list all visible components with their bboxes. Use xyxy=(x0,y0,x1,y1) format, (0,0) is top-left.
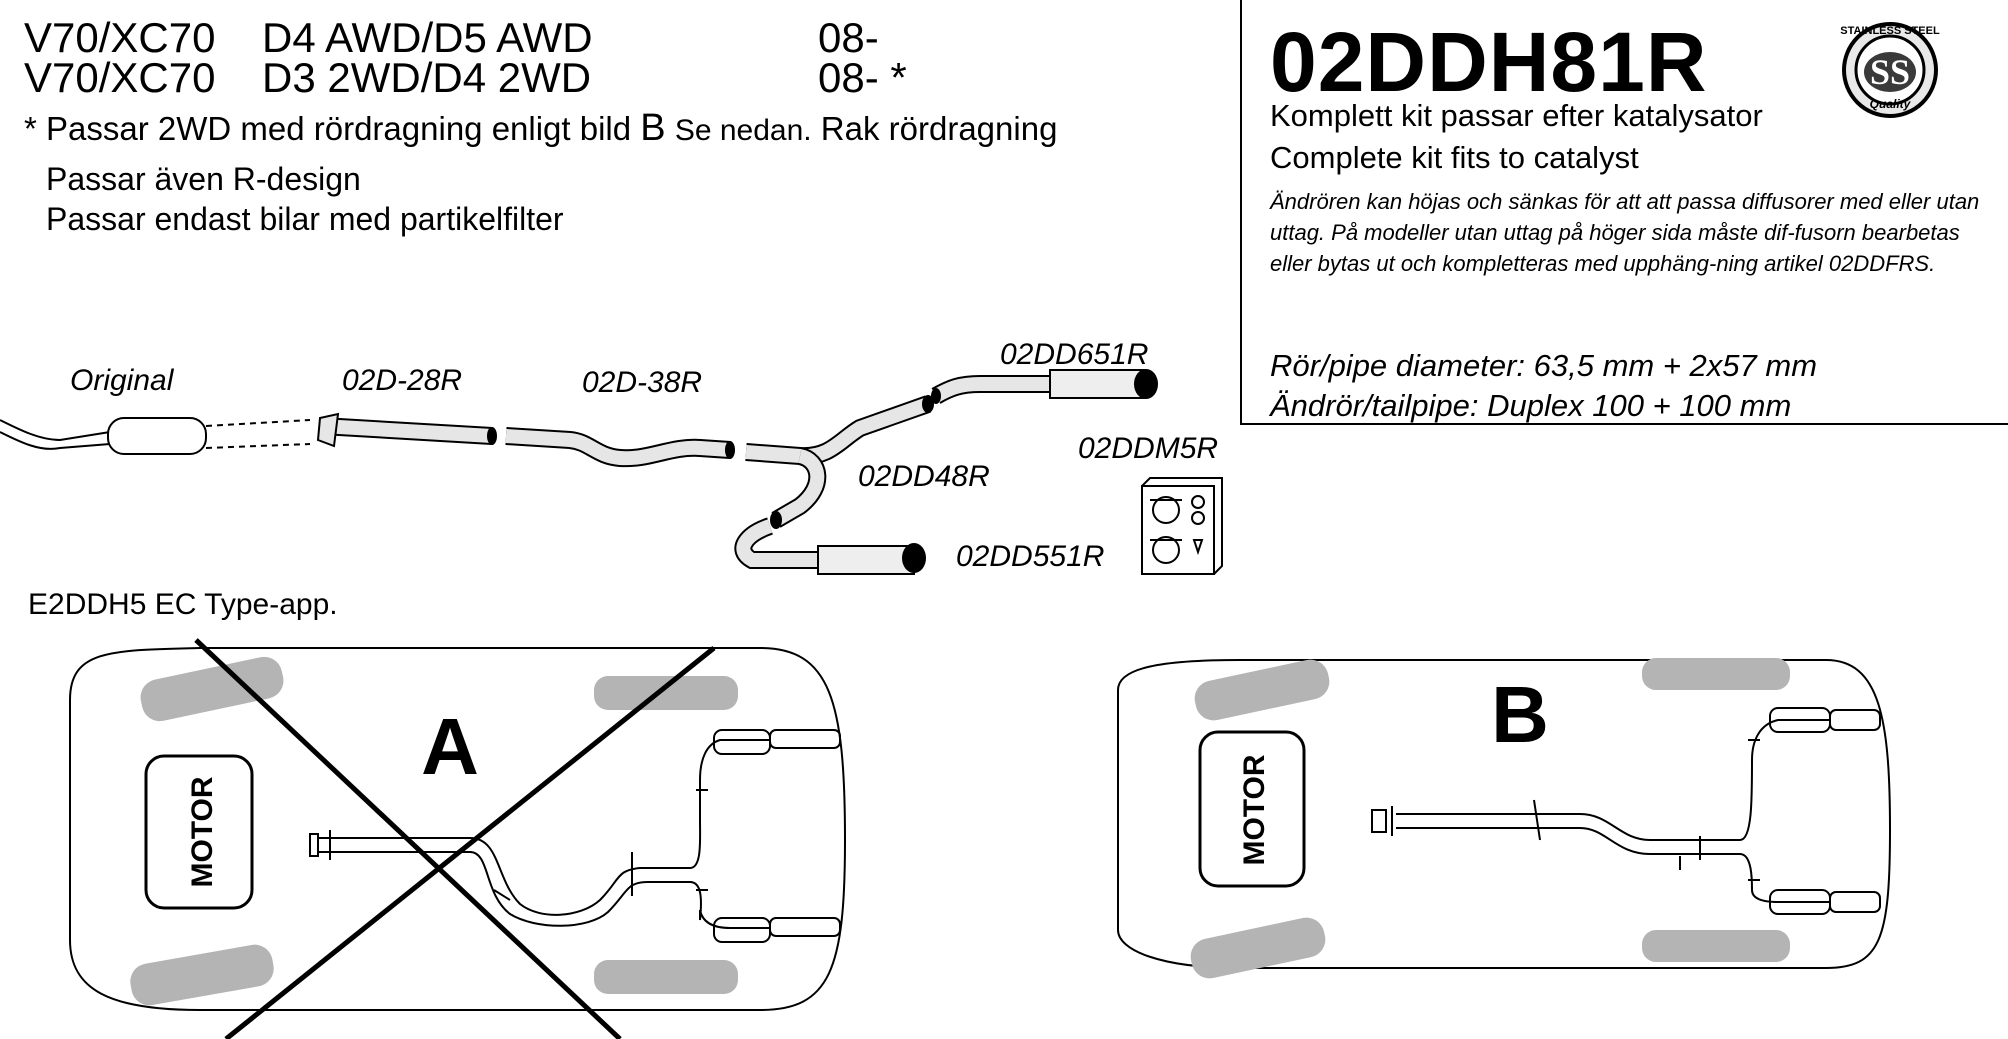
wheel-b-front-right xyxy=(1190,917,1326,979)
diagram-a-label: A xyxy=(421,702,479,791)
engine-row2: D3 2WD/D4 2WD xyxy=(262,54,592,101)
original-pipe xyxy=(0,417,311,455)
wheel-b-front-left xyxy=(1194,659,1330,721)
engine-block-b xyxy=(1198,730,1306,888)
tailpipe-02DD551R xyxy=(734,517,926,575)
fitment-note-prefix: * Passar 2WD med rördragning enligt bild xyxy=(24,110,632,147)
diagram-b-label: B xyxy=(1491,670,1549,759)
label-02D-28R: 02D-28R xyxy=(342,364,463,397)
fits-r-design: Passar även R-design xyxy=(46,161,361,197)
tailpipe-spec: Ändrör/tailpipe: Duplex 100 + 100 mm xyxy=(1270,388,1792,423)
label-02DDM5R: 02DDM5R xyxy=(1078,432,1219,465)
model-row1: V70/XC70 xyxy=(24,14,216,61)
wheel-b-rear-right xyxy=(1642,930,1790,962)
fitment-note-tail: Rak rördragning xyxy=(820,110,1058,147)
exhaust-route-a xyxy=(309,729,841,943)
engine-label-a: MOTOR xyxy=(186,776,219,887)
engine-label-b: MOTOR xyxy=(1238,754,1271,865)
mounting-kit-02DDM5R xyxy=(1141,477,1223,575)
wheel-front-left xyxy=(140,656,284,722)
fitment-note-suffix: Se nedan. xyxy=(674,114,812,147)
model-row2: V70/XC70 xyxy=(24,54,216,101)
ec-type-approval: E2DDH5 EC Type-app. xyxy=(28,588,338,621)
tailpipe-description: Ändrören kan höjas och sänkas för att at… xyxy=(1270,189,1980,276)
year-row2: 08- * xyxy=(818,54,907,101)
label-original: Original xyxy=(70,364,174,397)
car-diagram-b: MOTOR B xyxy=(1117,658,1892,979)
cross-line-1 xyxy=(194,638,622,1039)
part-number: 02DDH81R xyxy=(1270,15,1708,109)
tailpipe-02DD651R xyxy=(931,369,1158,404)
label-02D-38R: 02D-38R xyxy=(582,366,703,399)
product-info-box: 02DDH81R Komplett kit passar efter katal… xyxy=(1240,0,2008,425)
wheel-rear-left xyxy=(594,676,738,710)
fitment-note: * Passar 2WD med rördragning enligt bild… xyxy=(24,107,1058,149)
fits-particle-filter: Passar endast bilar med partikelfilter xyxy=(46,201,564,237)
label-02DD551R: 02DD551R xyxy=(956,540,1105,573)
engine-row1: D4 AWD/D5 AWD xyxy=(262,14,593,61)
car-diagram-a: MOTOR A xyxy=(69,638,847,1039)
exhaust-route-b xyxy=(1371,707,1881,915)
label-02DD651R: 02DD651R xyxy=(1000,338,1149,371)
kit-line-swedish: Komplett kit passar efter katalysator xyxy=(1270,98,1763,133)
engine-block-a xyxy=(144,754,254,910)
wheel-front-right xyxy=(130,944,274,1006)
cross-line-2 xyxy=(224,646,716,1039)
pipe-diameter-spec: Rör/pipe diameter: 63,5 mm + 2x57 mm xyxy=(1270,348,1818,383)
wheel-b-rear-left xyxy=(1642,658,1790,690)
label-02DD48R: 02DD48R xyxy=(858,460,990,493)
pipe-02D-38R xyxy=(505,427,735,468)
fitment-note-letter: B xyxy=(640,107,666,149)
kit-line-english: Complete kit fits to catalyst xyxy=(1270,140,1639,175)
pipe-02D-28R xyxy=(316,412,497,448)
year-row1: 08- xyxy=(818,14,879,61)
wheel-rear-right xyxy=(594,960,738,994)
